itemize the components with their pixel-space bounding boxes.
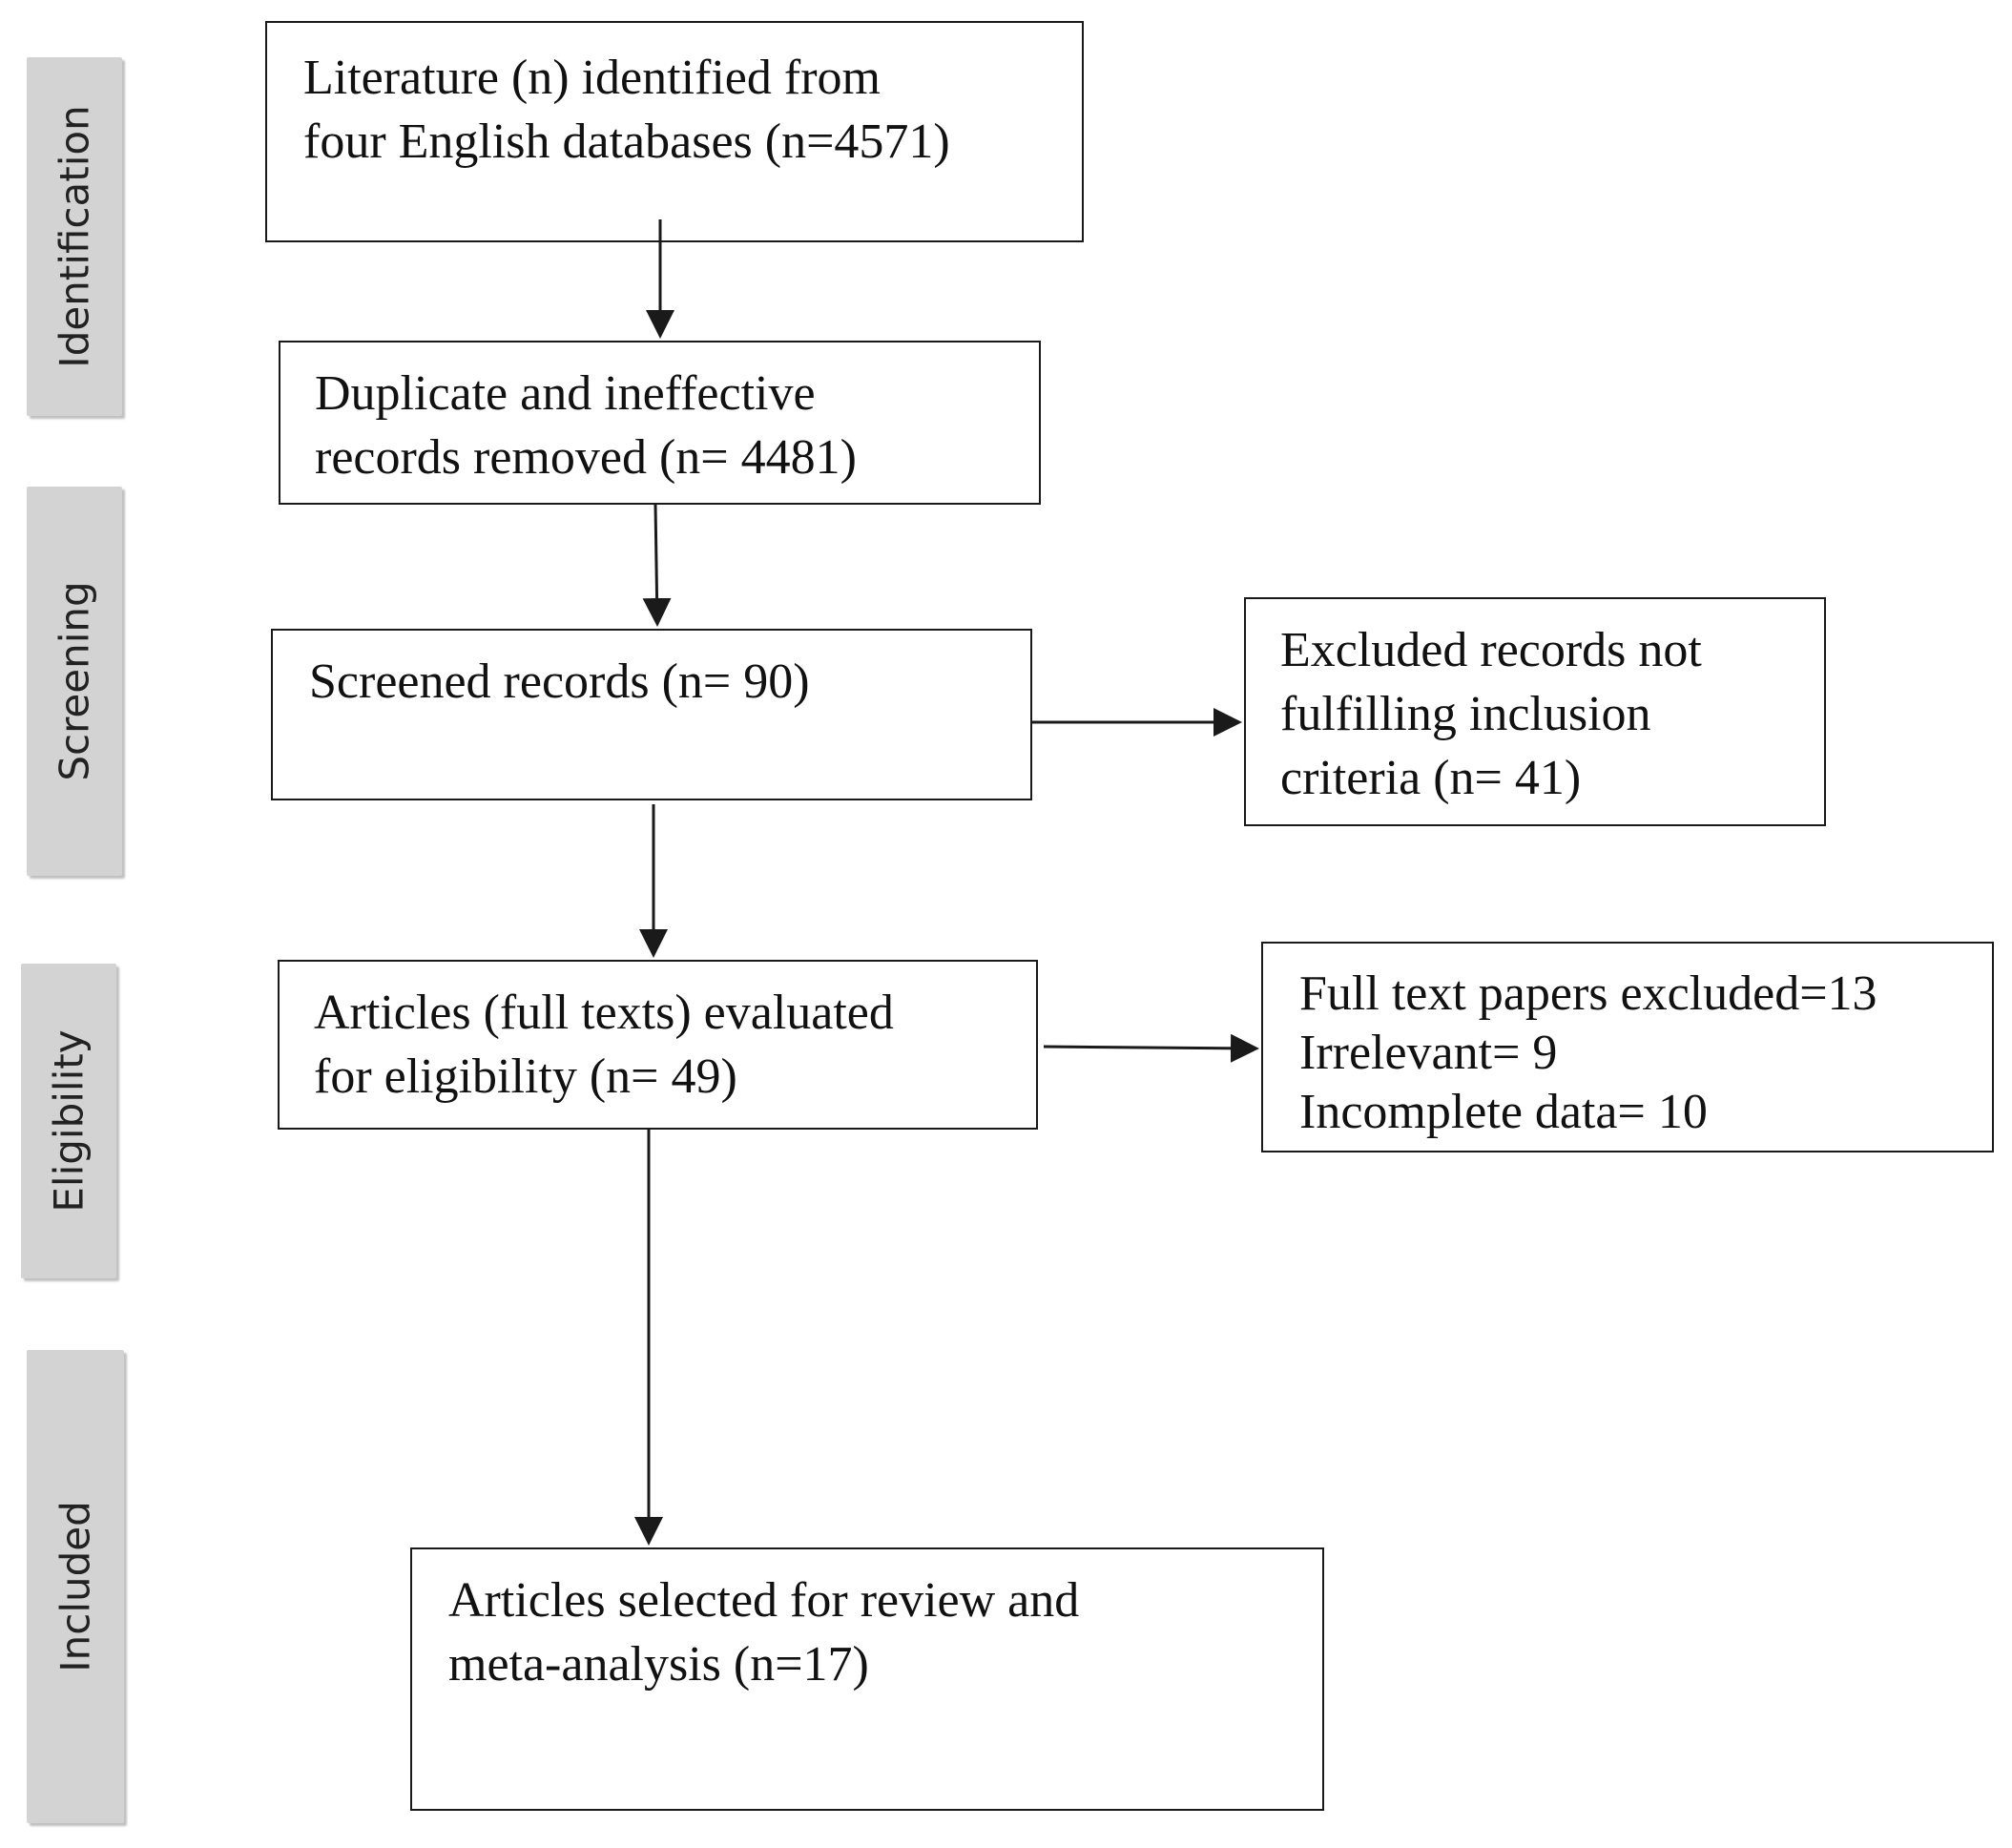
phase-eligibility: Eligibility xyxy=(21,964,116,1278)
excluded-records-line-3: criteria (n= 41) xyxy=(1280,751,1582,805)
duplicates-removed-box: Duplicate and ineffective records remove… xyxy=(279,341,1041,505)
fulltext-evaluated-line-2: for eligibility (n= 49) xyxy=(314,1049,737,1104)
phase-included: Included xyxy=(27,1350,124,1823)
fulltext-evaluated-line-1: Articles (full texts) evaluated xyxy=(314,986,894,1040)
phase-screening: Screening xyxy=(27,487,122,876)
excluded-records-line-1: Excluded records not xyxy=(1280,623,1702,677)
duplicates-removed-line-1: Duplicate and ineffective xyxy=(315,366,816,421)
duplicates-removed-line-2: records removed (n= 4481) xyxy=(315,430,857,485)
selected-articles-box: Articles selected for review and meta-an… xyxy=(410,1547,1324,1811)
fulltext-excluded-box: Full text papers excluded=13 Irrelevant=… xyxy=(1261,942,1994,1152)
fulltext-excluded-line-3: Incomplete data= 10 xyxy=(1299,1085,1708,1139)
fulltext-excluded-line-1: Full text papers excluded=13 xyxy=(1299,966,1877,1021)
arrow-removed-to-screened xyxy=(642,504,672,627)
arrow-fulltext-to-fulltext-excluded xyxy=(1043,1033,1259,1063)
identified-records-line-1: Literature (n) identified from xyxy=(303,51,881,105)
selected-articles-line-2: meta-analysis (n=17) xyxy=(448,1637,869,1692)
phase-identification: Identification xyxy=(27,57,122,416)
identified-records-line-2: four English databases (n=4571) xyxy=(303,114,950,169)
fulltext-excluded-line-2: Irrelevant= 9 xyxy=(1299,1026,1558,1080)
fulltext-evaluated-box: Articles (full texts) evaluated for elig… xyxy=(278,960,1038,1130)
selected-articles-line-1: Articles selected for review and xyxy=(448,1573,1080,1628)
screened-records-box: Screened records (n= 90) xyxy=(271,629,1032,800)
identified-records-box: Literature (n) identified from four Engl… xyxy=(265,21,1084,242)
excluded-records-line-2: fulfilling inclusion xyxy=(1280,687,1651,741)
excluded-records-box: Excluded records not fulfilling inclusio… xyxy=(1244,597,1826,826)
screened-records-line-1: Screened records (n= 90) xyxy=(309,654,810,709)
